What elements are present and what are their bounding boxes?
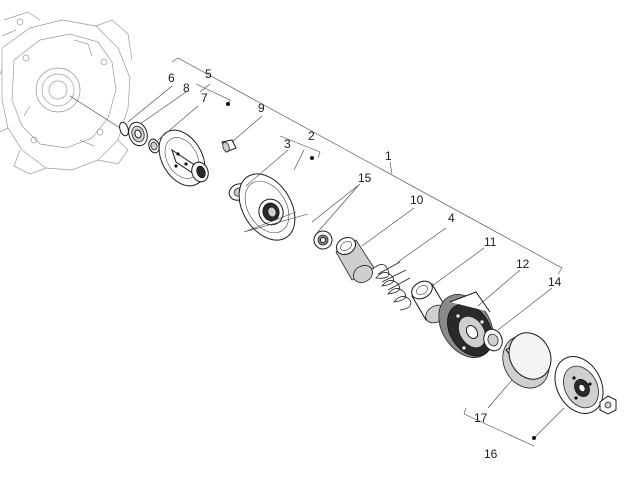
part-6-circlip [119,121,129,137]
part-17-clutch-bell [502,332,552,389]
callout-17: 17 [474,411,488,425]
part-9-slider-pin [221,139,237,153]
callout-6: 6 [168,71,175,85]
part-8-bearing [128,121,148,147]
fixed-pulley-half [158,129,209,187]
shaft-axis-line [69,95,121,129]
part-10-bushing [335,236,375,283]
callout-4: 4 [448,211,455,225]
callout-10: 10 [410,193,424,207]
callout-9: 9 [258,101,265,115]
crankcase-housing [0,11,133,175]
leader-lines [127,57,565,447]
part-4-spring [373,261,412,311]
drum-nut [599,395,617,415]
part-15-seal-ring [313,230,333,250]
callout-2: 2 [308,129,315,143]
moving-pulley-half [238,173,296,241]
part-12-clutch-assembly [438,291,494,358]
callout-1: 1 [385,149,392,163]
callout-11: 11 [484,235,497,249]
callout-7: 7 [201,91,208,105]
callout-15: 15 [358,171,372,185]
callout-3: 3 [284,137,291,151]
callout-12: 12 [516,257,530,271]
callout-labels: 1 2 3 4 5 6 7 8 9 10 11 12 14 15 16 17 [168,67,562,461]
callout-5: 5 [205,67,212,81]
callout-14: 14 [548,275,562,289]
callout-16: 16 [484,447,498,461]
clutch-drum [554,356,604,414]
callout-8: 8 [183,81,190,95]
part-14-ring [483,328,503,352]
part-7-seal [148,138,160,154]
